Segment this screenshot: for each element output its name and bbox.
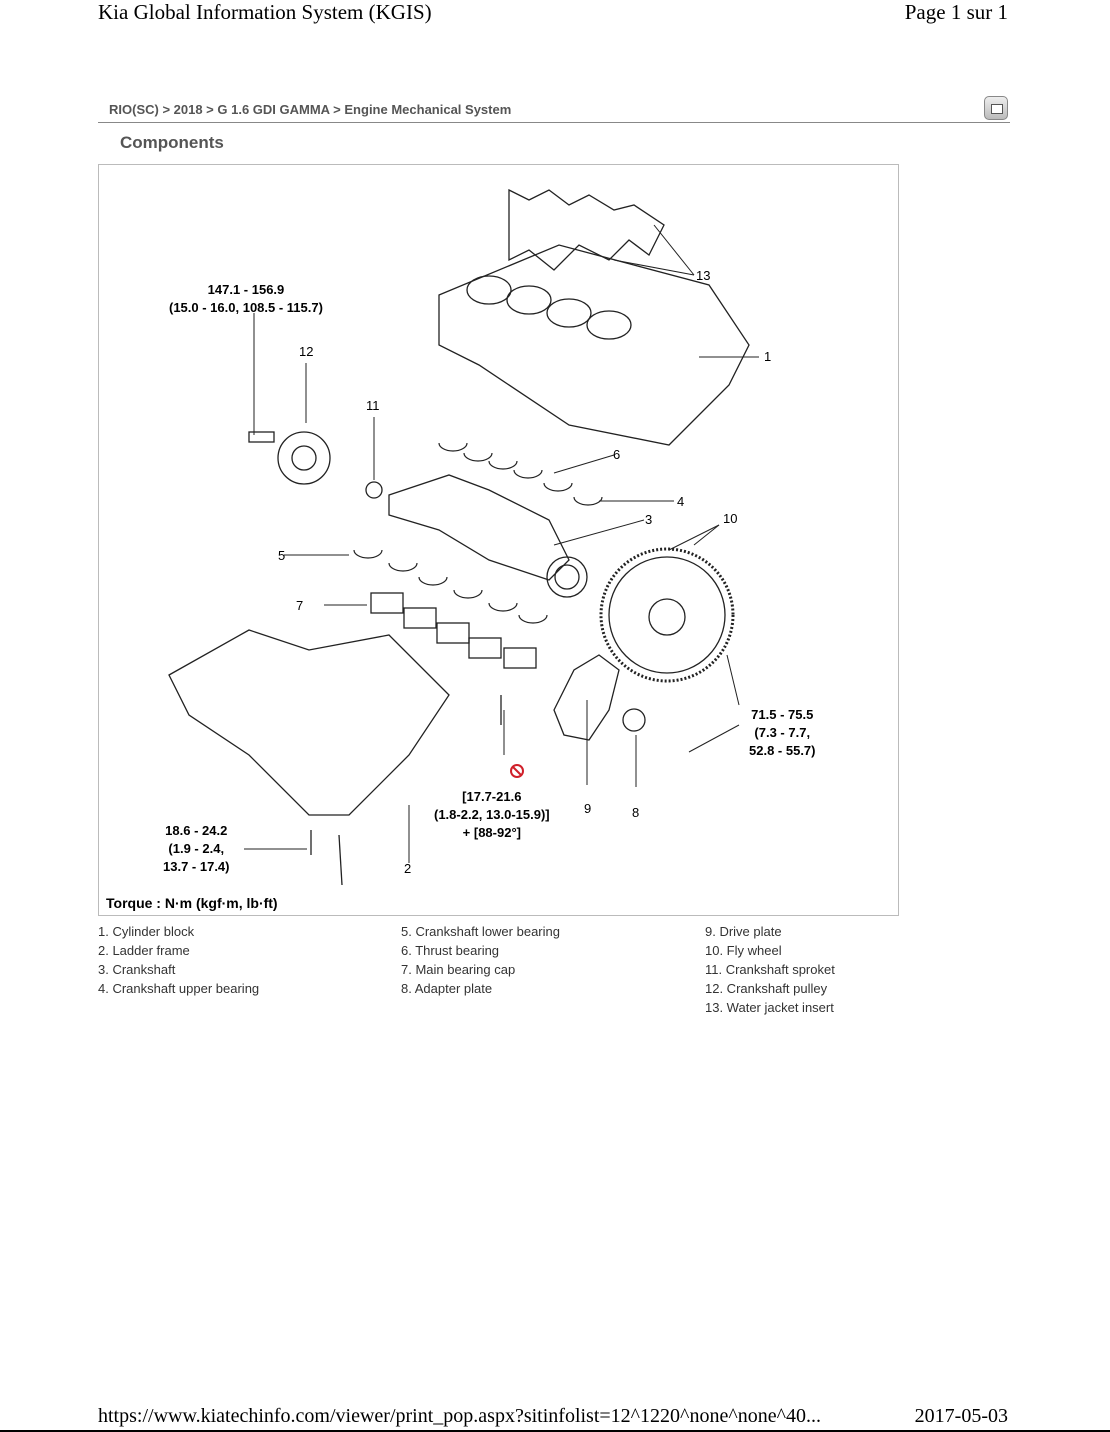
- torque-value: 18.6 - 24.2: [165, 823, 228, 838]
- legend-item: 3. Crankshaft: [98, 962, 176, 977]
- torque-value: 13.7 - 17.4): [163, 859, 230, 874]
- callout-7: 7: [296, 598, 304, 613]
- torque-value: + [88-92°]: [462, 825, 521, 840]
- main-bearing-cap: [370, 592, 404, 614]
- torque-spec-pulley: 147.1 - 156.9 (15.0 - 16.0, 108.5 - 115.…: [169, 281, 323, 317]
- cylinder-block: [438, 244, 750, 446]
- callout-2: 2: [404, 861, 412, 876]
- torque-value: (1.8-2.2, 13.0-15.9)]: [434, 807, 550, 822]
- legend-item: 12. Crankshaft pulley: [705, 981, 828, 996]
- callout-10: 10: [723, 511, 738, 526]
- drive-plate: [553, 654, 620, 741]
- legend-column-1: 1. Cylinder block 2. Ladder frame 3. Cra…: [98, 922, 259, 998]
- crankshaft-sprocket: [365, 481, 383, 499]
- callout-4: 4: [677, 494, 685, 509]
- callout-8: 8: [632, 805, 640, 820]
- torque-value: (15.0 - 16.0, 108.5 - 115.7): [169, 300, 323, 315]
- crankshaft: [388, 474, 570, 581]
- legend-item: 8. Adapter plate: [401, 981, 493, 996]
- print-icon[interactable]: [984, 96, 1008, 120]
- callout-13: 13: [696, 268, 711, 283]
- crankshaft-pulley: [277, 431, 331, 485]
- legend-item: 9. Drive plate: [705, 924, 782, 939]
- do-not-reuse-icon: [510, 764, 524, 778]
- callout-9: 9: [584, 801, 592, 816]
- legend-item: 11. Crankshaft sproket: [705, 962, 835, 977]
- callout-5: 5: [278, 548, 286, 563]
- footer-url: https://www.kiatechinfo.com/viewer/print…: [98, 1405, 821, 1427]
- legend-item: 10. Fly wheel: [705, 943, 782, 958]
- legend-item: 4. Crankshaft upper bearing: [98, 981, 260, 996]
- torque-value: (7.3 - 7.7,: [754, 725, 811, 740]
- legend-item: 13. Water jacket insert: [705, 1000, 834, 1015]
- torque-value: 147.1 - 156.9: [207, 282, 285, 297]
- callout-6: 6: [613, 447, 621, 462]
- section-title: Components: [120, 133, 224, 152]
- callout-3: 3: [645, 512, 653, 527]
- footer-date: 2017-05-03: [914, 1405, 1008, 1427]
- legend-item: 7. Main bearing cap: [401, 962, 516, 977]
- torque-value: 71.5 - 75.5: [751, 707, 814, 722]
- torque-spec-ladder-frame: 18.6 - 24.2 (1.9 - 2.4, 13.7 - 17.4): [163, 822, 230, 876]
- water-jacket-insert: [508, 188, 665, 271]
- torque-value: [17.7-21.6: [462, 789, 522, 804]
- page-number: Page 1 sur 1: [904, 0, 1008, 24]
- divider: [98, 122, 1010, 123]
- torque-value: 52.8 - 55.7): [749, 743, 816, 758]
- torque-unit-note: Torque : N·m (kgf·m, lb·ft): [106, 895, 278, 911]
- legend-item: 6. Thrust bearing: [401, 943, 500, 958]
- fly-wheel: [599, 547, 735, 683]
- legend-item: 5. Crankshaft lower bearing: [401, 924, 560, 939]
- legend-item: 2. Ladder frame: [98, 943, 190, 958]
- page-edge: [0, 1430, 1110, 1432]
- callout-1: 1: [764, 349, 772, 364]
- legend-column-2: 5. Crankshaft lower bearing 6. Thrust be…: [401, 922, 560, 998]
- torque-value: (1.9 - 2.4,: [168, 841, 225, 856]
- adapter-plate: [622, 708, 646, 732]
- engine-exploded-drawing: [168, 188, 759, 886]
- breadcrumb: RIO(SC) > 2018 > G 1.6 GDI GAMMA > Engin…: [109, 102, 512, 117]
- ladder-frame: [168, 629, 450, 816]
- components-diagram: 147.1 - 156.9 (15.0 - 16.0, 108.5 - 115.…: [98, 164, 899, 916]
- torque-spec-bearing-cap: [17.7-21.6 (1.8-2.2, 13.0-15.9)] + [88-9…: [434, 788, 550, 842]
- legend-item: 1. Cylinder block: [98, 924, 195, 939]
- document-title: Kia Global Information System (KGIS): [98, 0, 432, 24]
- torque-spec-flywheel: 71.5 - 75.5 (7.3 - 7.7, 52.8 - 55.7): [749, 706, 816, 760]
- legend-column-3: 9. Drive plate 10. Fly wheel 11. Cranksh…: [705, 922, 835, 1017]
- callout-11: 11: [366, 398, 380, 413]
- callout-12: 12: [299, 344, 314, 359]
